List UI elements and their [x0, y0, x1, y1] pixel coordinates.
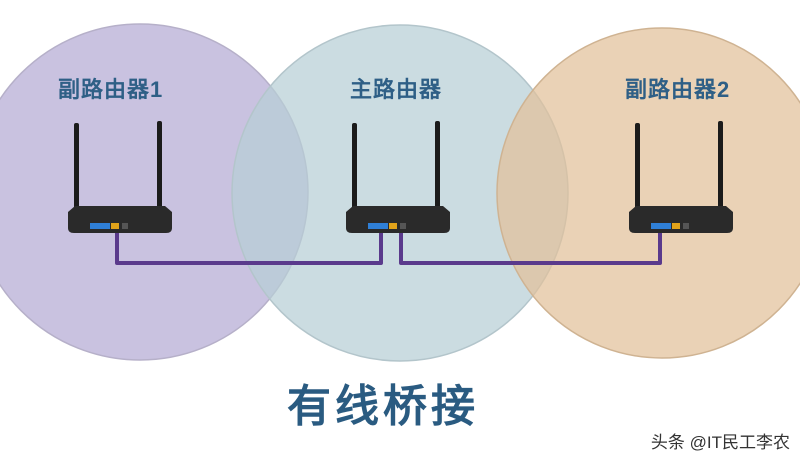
router-label-primary: 主路由器	[350, 77, 443, 102]
watermark: 头条 @IT民工李农	[650, 433, 790, 452]
coverage-circle-secondary-2	[496, 27, 800, 359]
router-label-secondary-1: 副路由器1	[58, 77, 164, 102]
router-icon-secondary-2	[629, 121, 733, 233]
cable-primary-to-secondary-1	[115, 228, 383, 265]
diagram-title: 有线桥接	[287, 382, 479, 431]
router-icon-primary	[346, 121, 450, 233]
router-icon-secondary-1	[68, 121, 172, 233]
router-label-secondary-2: 副路由器2	[625, 77, 731, 102]
cable-primary-to-secondary-2	[399, 228, 662, 265]
